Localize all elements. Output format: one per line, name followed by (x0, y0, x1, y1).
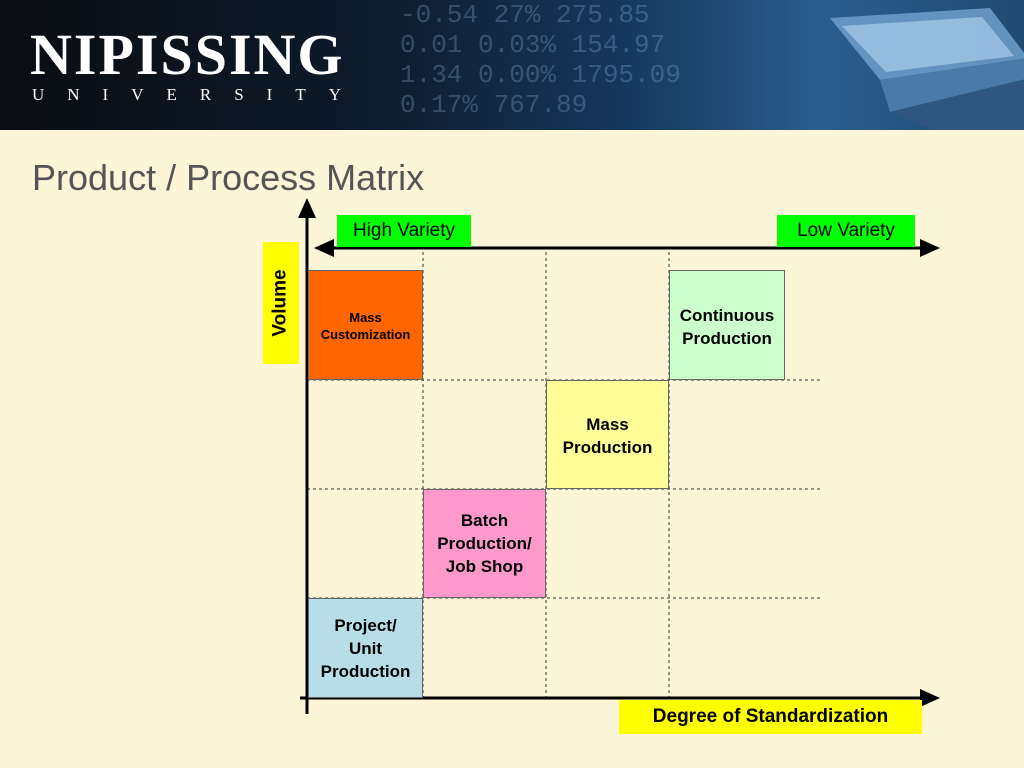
project-unit-production-cell: Project/ Unit Production (308, 598, 423, 698)
header-banner: -0.54 27% 275.85 0.01 0.03% 154.97 1.34 … (0, 0, 1024, 130)
high-variety-label: High Variety (337, 215, 471, 247)
volume-label: Volume (263, 242, 299, 364)
laptop-image (830, 8, 1024, 130)
logo-name: NIPISSING (30, 22, 345, 87)
continuous-production-cell: Continuous Production (669, 270, 785, 380)
x-axis-arrowhead (920, 689, 940, 707)
slide-title: Product / Process Matrix (32, 157, 425, 198)
variety-arrow-right-head (920, 239, 940, 257)
y-axis-arrowhead (298, 198, 316, 218)
mass-customization-cell: Mass Customization (308, 270, 423, 380)
stock-ticker-background: -0.54 27% 275.85 0.01 0.03% 154.97 1.34 … (400, 0, 681, 120)
degree-of-standardization-label: Degree of Standardization (619, 700, 922, 734)
logo-subtitle: UNIVERSITY (32, 85, 364, 104)
low-variety-label: Low Variety (777, 215, 915, 247)
mass-production-cell: Mass Production (546, 380, 669, 489)
batch-production-cell: Batch Production/ Job Shop (423, 489, 546, 598)
variety-arrow-left-head (314, 239, 334, 257)
